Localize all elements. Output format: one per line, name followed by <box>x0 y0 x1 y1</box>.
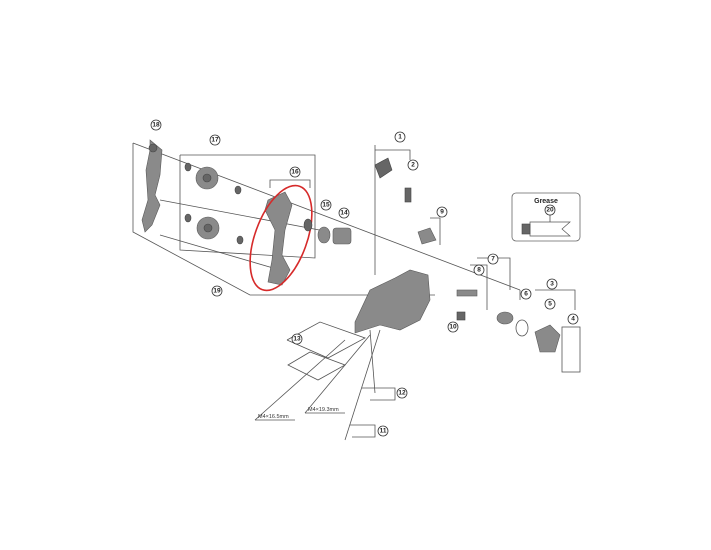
callout-3: 3 <box>546 278 558 290</box>
callout-circle <box>544 298 556 310</box>
callout-circle <box>394 131 406 143</box>
callout-circle <box>289 166 301 178</box>
callout-2: 2 <box>407 159 419 171</box>
part-cage-assembly <box>303 218 352 245</box>
callout-number: 5 <box>548 301 552 308</box>
part-inner-plate <box>264 191 293 286</box>
callout-number: 9 <box>440 209 444 216</box>
callout-16: 16 <box>289 166 301 178</box>
callout-number: 2 <box>411 162 415 169</box>
grease-box: Grease <box>511 192 581 242</box>
callout-7: 7 <box>487 253 499 265</box>
callout-12: 12 <box>396 387 408 399</box>
callout-circle <box>291 333 303 345</box>
callout-19: 19 <box>211 285 223 297</box>
callout-6: 6 <box>520 288 532 300</box>
callout-number: 12 <box>398 390 406 397</box>
callout-number: 3 <box>550 281 554 288</box>
callout-15: 15 <box>320 199 332 211</box>
callout-circle <box>377 425 389 437</box>
callout-5: 5 <box>544 298 556 310</box>
callout-circle <box>436 206 448 218</box>
callout-circle <box>546 278 558 290</box>
callout-number: 13 <box>293 336 301 343</box>
part-outer-plate <box>141 139 163 233</box>
callout-number: 18 <box>152 122 160 129</box>
callout-circle <box>473 264 485 276</box>
part-main-body <box>354 157 561 353</box>
callout-number: 19 <box>213 288 221 295</box>
callout-circle <box>567 313 579 325</box>
callout-20: 20 <box>544 204 556 216</box>
callout-circle <box>150 119 162 131</box>
callout-circle <box>544 204 556 216</box>
callout-circle <box>407 159 419 171</box>
callout-circle <box>396 387 408 399</box>
callout-number: 16 <box>291 169 299 176</box>
callout-number: 17 <box>211 137 219 144</box>
callout-number: 8 <box>477 267 481 274</box>
highlight-ring <box>249 184 313 292</box>
callout-14: 14 <box>338 207 350 219</box>
callout-18: 18 <box>150 119 162 131</box>
part-pulleys <box>184 162 244 245</box>
callout-circle <box>520 288 532 300</box>
callout-11: 11 <box>377 425 389 437</box>
callout-number: 6 <box>524 291 528 298</box>
callout-13: 13 <box>291 333 303 345</box>
callout-number: 1 <box>398 134 402 141</box>
callout-number: 15 <box>322 202 330 209</box>
callout-number: 4 <box>571 316 575 323</box>
dimension-label-m4-16-5: M4×16.5mm <box>258 414 289 420</box>
callout-circle <box>338 207 350 219</box>
callout-number: 20 <box>546 207 554 214</box>
callout-number: 11 <box>380 428 387 435</box>
callout-circle <box>320 199 332 211</box>
callout-circle <box>487 253 499 265</box>
callout-number: 14 <box>340 210 348 217</box>
callout-17: 17 <box>209 134 221 146</box>
leader-lines <box>132 142 581 441</box>
callout-4: 4 <box>567 313 579 325</box>
callout-circle <box>447 321 459 333</box>
callout-10: 10 <box>447 321 459 333</box>
callout-number: 7 <box>491 256 495 263</box>
callout-number: 10 <box>449 324 457 331</box>
callout-8: 8 <box>473 264 485 276</box>
callout-1: 1 <box>394 131 406 143</box>
callout-circle <box>211 285 223 297</box>
callout-9: 9 <box>436 206 448 218</box>
callout-circle <box>209 134 221 146</box>
grease-title: Grease <box>534 198 558 205</box>
dimension-label-m4-19-3: M4×19.3mm <box>308 407 339 413</box>
